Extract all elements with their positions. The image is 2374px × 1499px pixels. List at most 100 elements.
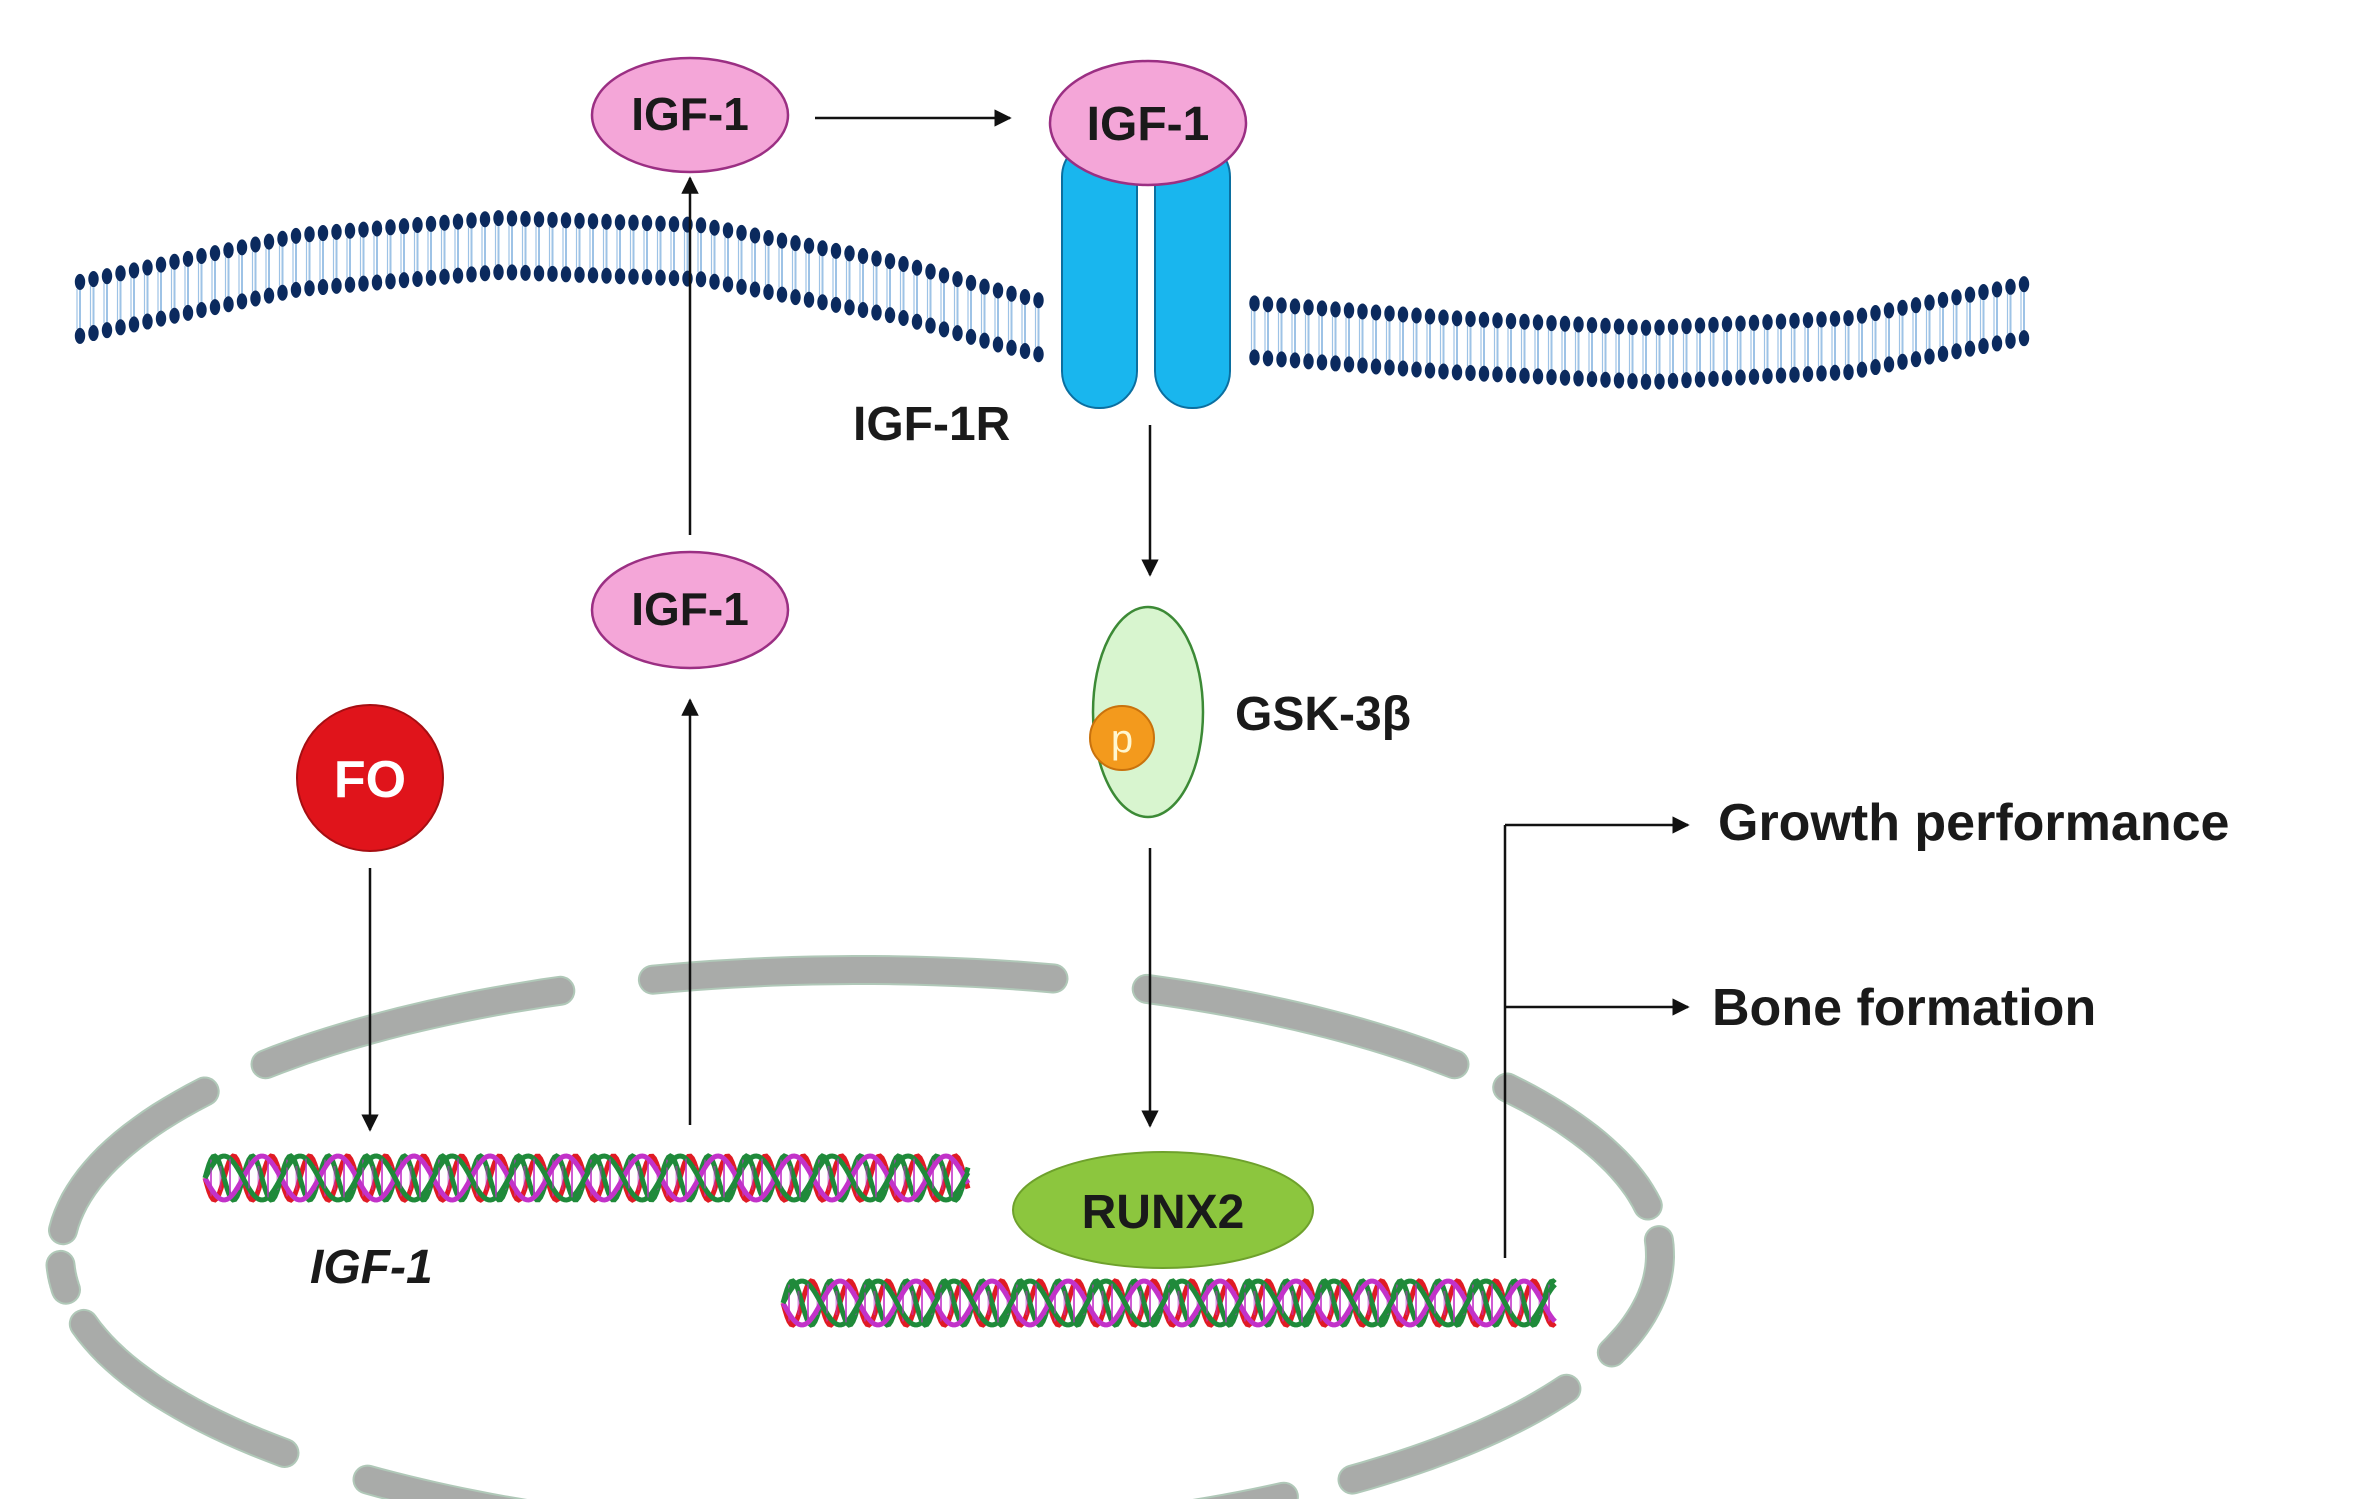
lipid-head-inner	[317, 279, 329, 296]
lipid-head-inner	[1492, 366, 1503, 383]
lipid-head-inner	[1897, 353, 1908, 370]
lipid-head-outer	[1330, 301, 1341, 318]
lipid-head-outer	[1586, 317, 1598, 334]
igf1-bound-to-receptor: IGF-1	[1048, 59, 1248, 187]
lipid-head-outer	[1546, 315, 1557, 332]
lipid-head-inner	[1883, 356, 1895, 373]
lipid-head-outer	[223, 242, 234, 259]
lipid-head-inner	[506, 264, 518, 281]
lipid-head-inner	[1627, 373, 1638, 390]
lipid-head-inner	[425, 269, 437, 286]
lipid-head-outer	[277, 230, 288, 247]
lipid-head-outer	[641, 215, 653, 232]
lipid-head-inner	[1708, 370, 1719, 387]
lipid-head-inner	[857, 301, 869, 318]
fo-label: FO	[334, 751, 406, 809]
lipid-head-outer	[938, 267, 950, 284]
lipid-head-inner	[1438, 363, 1449, 380]
igf1-receptor	[1061, 139, 1231, 409]
lipid-head-outer	[1735, 315, 1746, 332]
lipid-head-outer	[398, 218, 410, 235]
lipid-head-inner	[790, 289, 801, 306]
lipid-head-outer	[1951, 289, 1962, 306]
lipid-head-inner	[1019, 343, 1031, 359]
lipid-head-outer	[412, 217, 423, 234]
lipid-head-outer	[385, 219, 396, 236]
lipid-head-inner	[358, 275, 369, 292]
lipid-head-outer	[317, 225, 329, 242]
lipid-head-inner	[844, 299, 855, 316]
lipid-head-outer	[898, 255, 909, 272]
lipid-head-inner	[574, 266, 585, 283]
lipid-head-outer	[1883, 302, 1895, 319]
lipid-head-inner	[614, 268, 626, 285]
lipid-head-inner	[1424, 362, 1436, 379]
lipid-head-inner	[1951, 343, 1962, 360]
lipid-head-outer	[344, 222, 356, 239]
lipid-head-outer	[142, 259, 153, 276]
nuclear-envelope-segment	[1598, 1227, 1674, 1366]
lipid-head-outer	[304, 226, 315, 243]
lipid-head-inner	[547, 265, 558, 282]
lipid-head-inner	[1357, 357, 1368, 374]
nuclear-envelope	[45, 955, 1676, 1499]
lipid-head-inner	[2005, 332, 2016, 349]
lipid-head-outer	[1505, 313, 1517, 330]
igf1-bound-label: IGF-1	[1087, 98, 1210, 151]
lipid-head-outer	[263, 233, 275, 250]
lipid-head-inner	[1289, 352, 1301, 369]
lipid-head-inner	[169, 307, 180, 324]
lipid-head-inner	[601, 267, 612, 284]
lipid-head-outer	[1465, 311, 1476, 328]
lipid-head-inner	[115, 319, 126, 336]
lipid-head-outer	[1843, 310, 1854, 327]
lipid-head-outer	[1856, 307, 1868, 324]
lipid-head-inner	[884, 307, 896, 324]
lipid-head-outer	[1357, 303, 1368, 320]
lipid-head-inner	[1816, 365, 1827, 382]
lipid-head-inner	[182, 304, 194, 321]
lipid-head-inner	[1789, 366, 1800, 383]
lipid-head-outer	[155, 256, 167, 273]
lipid-head-inner	[398, 272, 410, 289]
lipid-head-inner	[1262, 350, 1274, 367]
lipid-head-outer	[709, 219, 720, 236]
lipid-head-outer	[1721, 316, 1733, 333]
lipid-head-outer	[101, 268, 113, 285]
lipid-head-inner	[88, 325, 99, 342]
lipid-head-outer	[169, 253, 180, 270]
lipid-head-outer	[331, 223, 342, 240]
nuclear-envelope-segment	[354, 1466, 516, 1499]
lipid-head-outer	[979, 278, 990, 295]
lipid-head-inner	[209, 299, 221, 316]
lipid-head-inner	[1276, 351, 1287, 368]
igf1-extracellular: IGF-1	[590, 56, 790, 174]
lipid-head-inner	[1573, 370, 1584, 387]
lipid-head-outer	[2005, 278, 2016, 295]
lipid-head-inner	[938, 321, 950, 338]
lipid-head-outer	[452, 213, 464, 230]
lipid-head-inner	[142, 313, 153, 330]
lipid-head-inner	[1033, 346, 1044, 363]
lipid-head-inner	[1829, 364, 1841, 381]
lipid-head-outer	[533, 211, 545, 228]
lipid-head-outer	[358, 221, 369, 238]
runx2-label: RUNX2	[1082, 1186, 1245, 1239]
lipid-head-outer	[1627, 319, 1638, 336]
lipid-head-outer	[803, 237, 815, 254]
lipid-head-outer	[1532, 314, 1544, 331]
lipid-head-inner	[871, 304, 882, 321]
lipid-head-inner	[587, 267, 599, 284]
lipid-head-inner	[1316, 354, 1328, 371]
lipid-head-inner	[1249, 349, 1260, 366]
lipid-head-inner	[533, 265, 545, 282]
lipid-head-inner	[1397, 360, 1409, 377]
lipid-head-outer	[614, 214, 626, 231]
lipid-head-outer	[911, 259, 923, 276]
lipid-head-outer	[722, 222, 734, 239]
lipid-head-inner	[952, 325, 963, 342]
nuclear-envelope-segment	[252, 977, 574, 1078]
lipid-head-outer	[466, 212, 477, 229]
